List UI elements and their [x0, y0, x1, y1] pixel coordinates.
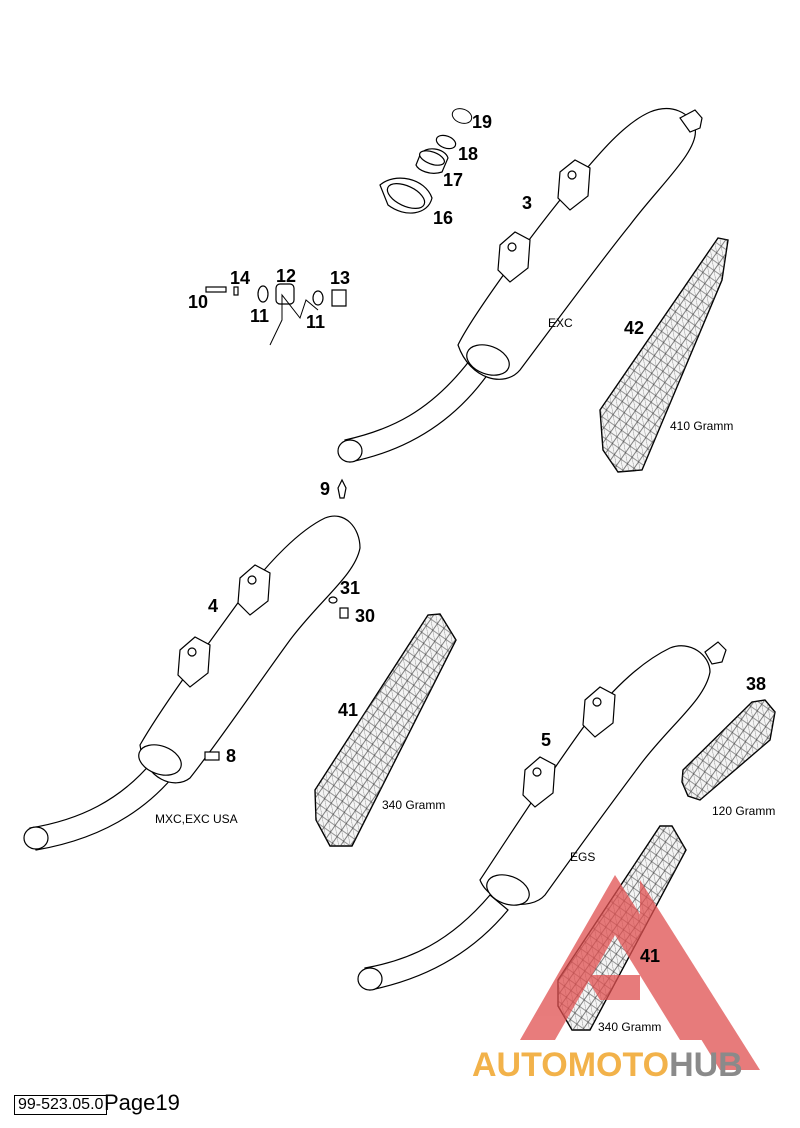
end-cap-parts	[379, 108, 473, 214]
note-egs: EGS	[570, 850, 595, 864]
callout-10: 10	[188, 292, 208, 312]
page-label: Page19	[104, 1090, 180, 1115]
callout-5: 5	[541, 730, 551, 750]
note-340-gramm-a: 340 Gramm	[382, 798, 445, 812]
callout-16: 16	[433, 208, 453, 228]
callout-14: 14	[230, 268, 250, 288]
note-mxc-exc-usa: MXC,EXC USA	[155, 812, 238, 826]
note-410-gramm: 410 Gramm	[670, 419, 733, 433]
silencer-mxc	[23, 478, 361, 851]
packing-41a	[314, 613, 457, 847]
watermark-text-part2: HUB	[669, 1046, 743, 1084]
mounting-hardware	[205, 283, 347, 346]
callouts: 19 18 17 16 3 14 12 13 10 11 11 42 9 4 3…	[188, 112, 766, 966]
callout-30: 30	[355, 606, 375, 626]
silencer-exc	[337, 107, 703, 463]
callout-3: 3	[522, 193, 532, 213]
watermark-text: AUTOMOTOHUB	[472, 1046, 743, 1084]
callout-13: 13	[330, 268, 350, 288]
callout-41b: 41	[640, 946, 660, 966]
callout-41a: 41	[338, 700, 358, 720]
callout-31: 31	[340, 578, 360, 598]
callout-17: 17	[443, 170, 463, 190]
callout-11a: 11	[250, 306, 269, 326]
notes: EXC 410 Gramm 340 Gramm MXC,EXC USA 120 …	[155, 316, 775, 1034]
callout-42: 42	[624, 318, 644, 338]
callout-4: 4	[208, 596, 218, 616]
callout-8: 8	[226, 746, 236, 766]
note-exc: EXC	[548, 316, 573, 330]
silencer-egs	[357, 641, 727, 991]
watermark-logo	[520, 875, 760, 1070]
packing-42	[599, 237, 729, 473]
document-number: 99-523.05.0	[14, 1095, 108, 1115]
callout-9: 9	[320, 479, 330, 499]
callout-11b: 11	[306, 312, 325, 332]
callout-18: 18	[458, 144, 478, 164]
note-120-gramm: 120 Gramm	[712, 804, 775, 818]
packing-38	[681, 699, 776, 801]
note-340-gramm-b: 340 Gramm	[598, 1020, 661, 1034]
callout-38: 38	[746, 674, 766, 694]
callout-12: 12	[276, 266, 296, 286]
callout-19: 19	[472, 112, 492, 132]
watermark-text-part1: AUTOMOTO	[472, 1046, 669, 1084]
